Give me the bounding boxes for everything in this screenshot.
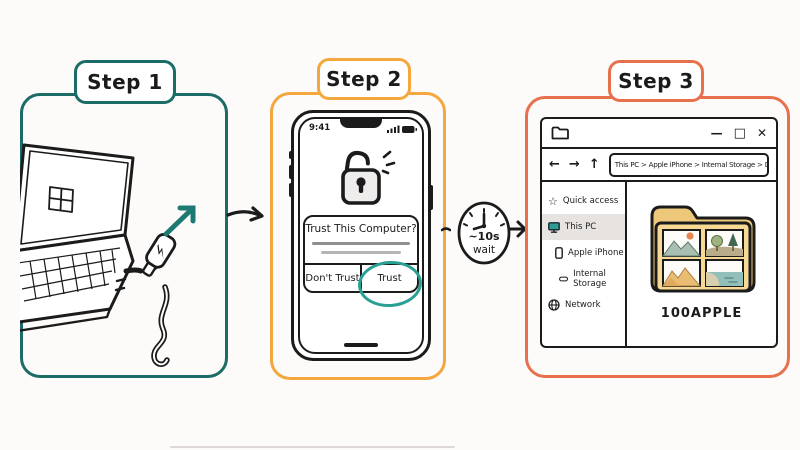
dont-trust-button-label: Don't Trust (305, 272, 360, 284)
port-plug-stub (123, 267, 144, 274)
dont-trust-button[interactable]: Don't Trust (305, 265, 360, 291)
dialog-text-line-1 (312, 242, 410, 245)
minimize-button[interactable]: — (710, 126, 723, 140)
thumbnail-mountain-sun (661, 229, 701, 257)
globe-icon (548, 299, 560, 311)
phone-notch (340, 119, 382, 128)
address-bar[interactable]: This PC > Apple iPhone > Internal Storag… (608, 152, 769, 177)
trust-dialog: Trust This Computer? Don't Trust Trust (303, 215, 419, 293)
sidebar-item-this-pc[interactable]: This PC (542, 214, 625, 240)
windows-logo-icon (48, 186, 74, 213)
phone-screen: 9:41 Trust This Com (298, 117, 424, 354)
video-progress-line (170, 446, 455, 448)
wait-dash-left (441, 227, 451, 232)
power-button (429, 185, 433, 210)
trust-button-label: Trust (377, 272, 402, 284)
forward-button[interactable]: → (568, 157, 580, 172)
folder-icon (551, 126, 569, 140)
maximize-button[interactable]: □ (733, 125, 746, 141)
usb-cable-connector (142, 233, 177, 367)
folder-content-pane: 100APPLE (627, 182, 776, 346)
sidebar-item-label: Apple iPhone (568, 248, 624, 258)
volume-up-button (289, 165, 293, 179)
sparkle-lines-icon (381, 150, 396, 175)
dcim-folder-item[interactable] (645, 194, 759, 306)
home-indicator (344, 343, 378, 347)
volume-down-button (289, 183, 293, 197)
monitor-icon (548, 221, 560, 233)
thumbnail-trees (704, 229, 744, 257)
sidebar: ☆ Quick access This PC Apple iPhone (542, 182, 627, 346)
navigation-toolbar: ← → ↑ This PC > Apple iPhone > Internal … (542, 149, 776, 182)
up-button[interactable]: ↑ (588, 157, 600, 172)
sidebar-item-label: Network (565, 300, 601, 310)
drive-icon (559, 276, 568, 282)
back-button[interactable]: ← (549, 157, 560, 172)
step1-to-step2-arrow-icon (226, 206, 264, 222)
trust-button[interactable]: Trust (360, 265, 417, 291)
photos-folder-icon (650, 205, 755, 293)
step1-label-text: Step 1 (87, 70, 163, 94)
file-explorer-window: — □ ✕ ← → ↑ This PC > Apple iPhone > Int… (540, 117, 778, 348)
plug-direction-arrow-icon (163, 205, 196, 237)
laptop-keyboard (20, 233, 144, 332)
thumbnail-mountain-range (661, 259, 701, 287)
trust-dialog-title: Trust This Computer? (305, 223, 417, 235)
sidebar-item-internal-storage[interactable]: Internal Storage (542, 266, 625, 292)
sidebar-item-label: This PC (565, 222, 597, 232)
thumbnail-lake (704, 259, 744, 287)
signal-bars-icon (387, 125, 400, 133)
unlock-icon (341, 150, 396, 205)
wait-duration: ~10s (468, 230, 500, 243)
dialog-text-line-2 (321, 251, 401, 254)
step2-label: Step 2 (317, 58, 411, 100)
wait-label: wait (472, 244, 496, 256)
iphone-illustration: 9:41 Trust This Com (289, 110, 433, 361)
wait-badge: ~10s wait (456, 200, 512, 266)
status-time: 9:41 (309, 123, 331, 133)
address-path: This PC > Apple iPhone > Internal Storag… (614, 160, 769, 169)
sidebar-item-apple-iphone[interactable]: Apple iPhone (542, 240, 625, 266)
dialog-button-row: Don't Trust Trust (305, 263, 417, 291)
sidebar-item-network[interactable]: Network (542, 292, 625, 318)
sidebar-item-quick-access[interactable]: ☆ Quick access (542, 188, 625, 214)
sidebar-item-label: Quick access (562, 196, 619, 206)
window-titlebar: — □ ✕ (542, 119, 776, 149)
sidebar-item-label: Internal Storage (573, 269, 607, 289)
close-button[interactable]: ✕ (756, 126, 767, 140)
clock-icon (457, 201, 511, 265)
cable-wire (151, 284, 170, 367)
step3-label: Step 3 (608, 60, 704, 102)
star-icon: ☆ (548, 194, 558, 208)
step2-label-text: Step 2 (326, 67, 402, 91)
laptop-ports (114, 277, 127, 292)
folder-name-label: 100APPLE (660, 306, 743, 321)
lightning-bolt-icon (157, 244, 164, 259)
window-body: ☆ Quick access This PC Apple iPhone (542, 182, 776, 346)
step3-label-text: Step 3 (618, 69, 694, 93)
mute-switch (289, 151, 293, 159)
phone-icon (555, 247, 563, 259)
step1-label: Step 1 (74, 60, 176, 104)
window-controls: — □ ✕ (711, 127, 767, 140)
laptop-with-cable-illustration (20, 143, 196, 367)
battery-icon (402, 125, 417, 133)
